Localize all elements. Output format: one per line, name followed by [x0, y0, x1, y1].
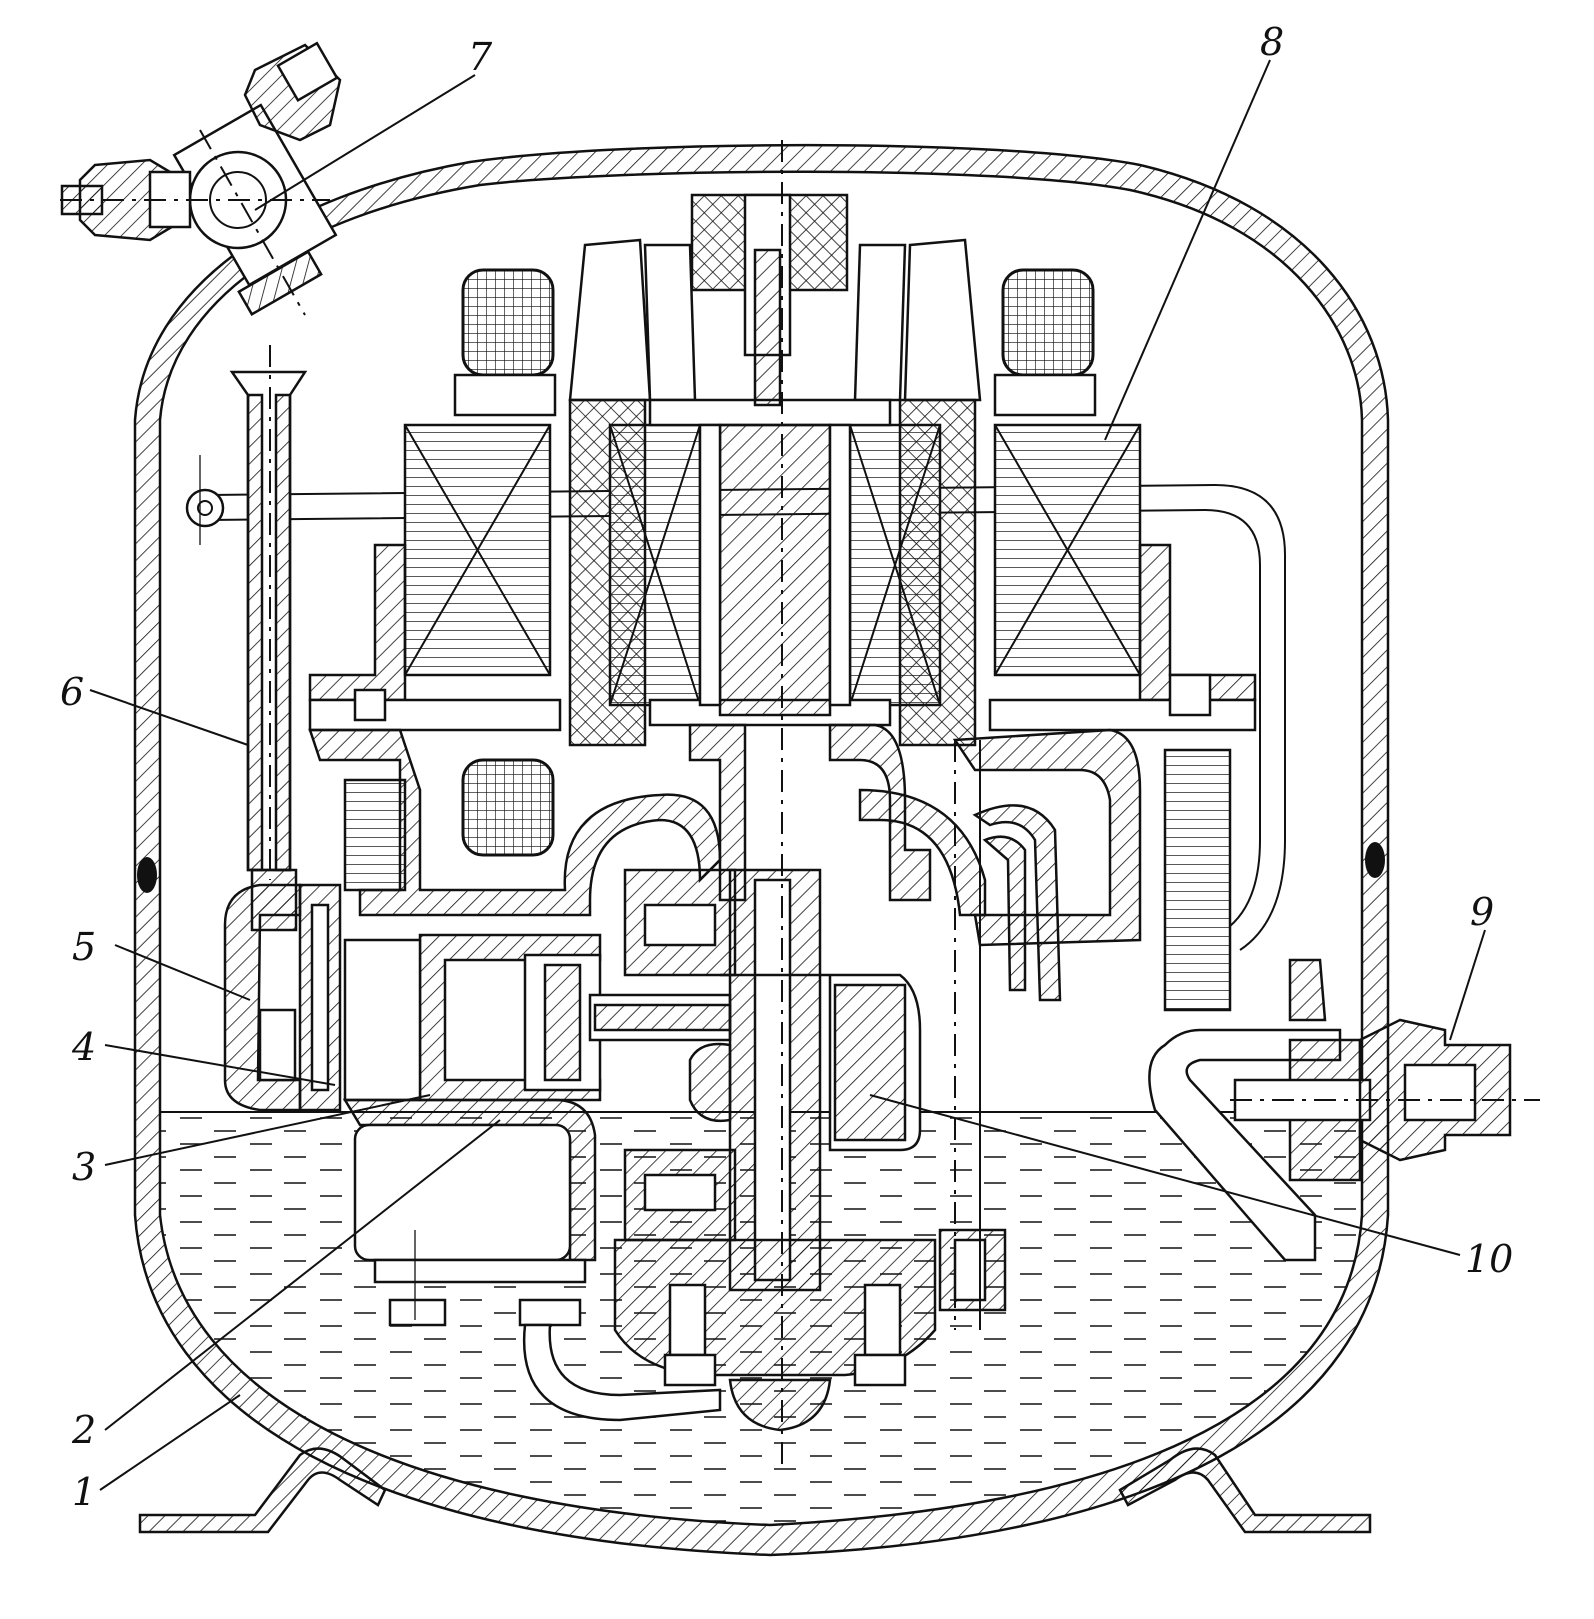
callout-labels: 1 2 3 4 5 6 7 8 9 10	[60, 20, 1513, 1514]
label-8: 8	[1260, 20, 1284, 64]
label-1: 1	[72, 1470, 96, 1514]
pipe-fitting	[1230, 1018, 1540, 1182]
hermetic-shell	[133, 143, 1390, 1557]
label-9: 9	[1470, 890, 1494, 934]
label-3: 3	[72, 1145, 96, 1189]
support-feet	[138, 1447, 1372, 1534]
discharge-pipe	[185, 455, 1286, 951]
label-4: 4	[71, 1025, 96, 1069]
leader-lines	[89, 59, 1486, 1491]
suspension-springs	[343, 673, 1232, 1012]
discharge-coil	[972, 804, 1062, 1002]
label-2: 2	[71, 1408, 96, 1452]
label-10: 10	[1465, 1237, 1513, 1281]
service-valve	[60, 41, 342, 316]
connecting-rod	[588, 868, 737, 1242]
suction-muffler	[229, 345, 308, 932]
crankcase	[308, 723, 1142, 947]
oil-pickup-tube	[522, 1323, 722, 1422]
crankshaft	[613, 140, 1007, 1470]
cylinder-assembly	[223, 883, 602, 1327]
label-6: 6	[60, 670, 84, 714]
label-7: 7	[468, 35, 493, 79]
discharge-tube	[1148, 958, 1342, 1262]
label-5: 5	[72, 925, 96, 969]
